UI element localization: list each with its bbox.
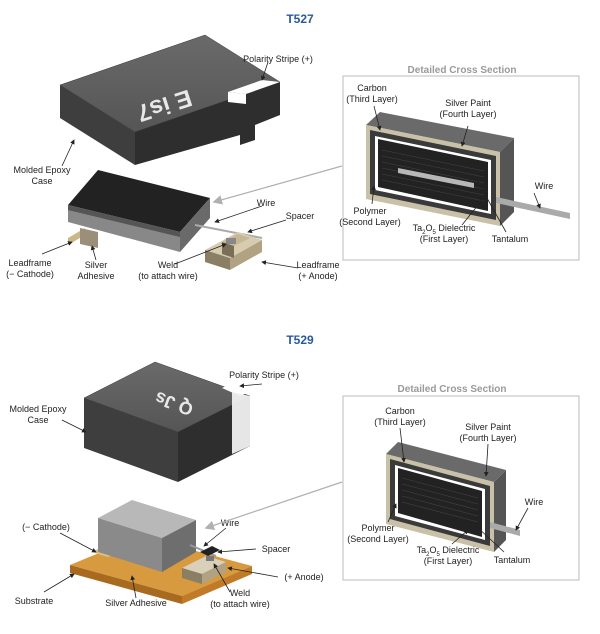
t529-title: T529 bbox=[286, 333, 314, 347]
t529-cross-section-block bbox=[386, 442, 520, 552]
t529-detail-polymer-1: Polymer bbox=[361, 523, 394, 533]
t527-label-silver-1: Silver bbox=[85, 260, 108, 270]
t529-anode-block bbox=[182, 556, 226, 574]
t529-polarity-stripe bbox=[222, 380, 256, 396]
t529-inner-element bbox=[70, 500, 252, 604]
t527-label-leadframe-a-2: (+ Anode) bbox=[298, 271, 337, 281]
t527-detail-box: Detailed Cross Section bbox=[339, 65, 580, 261]
t529-label-substrate: Substrate bbox=[15, 596, 54, 606]
t529-detail-box: Detailed Cross Section bbox=[342, 384, 580, 581]
t527-inner-wire bbox=[398, 168, 474, 188]
t529-detail-title: Detailed Cross Section bbox=[398, 384, 507, 395]
t529-detail-polymer-2: (Second Layer) bbox=[347, 534, 409, 544]
t527-detail-dielectric-2: (First Layer) bbox=[420, 234, 469, 244]
t527-molded-case: E is7 bbox=[59, 34, 281, 165]
t527-label-leadframe-c-2: (− Cathode) bbox=[6, 269, 54, 279]
t527-detail-leaders bbox=[371, 105, 541, 233]
t527-wire bbox=[194, 224, 263, 239]
t529-molded-case: Q Js bbox=[83, 361, 256, 482]
t527-detail-title: Detailed Cross Section bbox=[408, 65, 517, 76]
t527-cross-section-block bbox=[366, 112, 570, 226]
t527-label-wire: Wire bbox=[257, 198, 276, 208]
t529-detail-silver-2: (Fourth Layer) bbox=[459, 433, 516, 443]
t527-label-weld-1: Weld bbox=[158, 260, 178, 270]
t527-detail-wire-label: Wire bbox=[535, 181, 554, 191]
t529-label-cathode: (− Cathode) bbox=[22, 522, 70, 532]
t529-label-polarity: Polarity Stripe (+) bbox=[229, 370, 299, 380]
t529-spacer bbox=[200, 546, 220, 556]
t527-polarity-stripe bbox=[228, 80, 280, 94]
t529-label-silver-adhesive: Silver Adhesive bbox=[105, 598, 167, 608]
t529-detail-wire bbox=[490, 522, 520, 536]
t529-detail-carbon-2: (Third Layer) bbox=[374, 417, 426, 427]
t529-detail-wire-label: Wire bbox=[525, 497, 544, 507]
t527-detail-polymer-1: Polymer bbox=[353, 206, 386, 216]
t529-detail-dielectric-2: (First Layer) bbox=[424, 556, 473, 566]
t527-label-spacer: Spacer bbox=[286, 211, 315, 221]
t529-label-wire: Wire bbox=[221, 518, 240, 528]
t529-detail-leaders bbox=[387, 427, 529, 553]
t527-inner-element bbox=[68, 170, 263, 270]
t529-weld bbox=[206, 556, 214, 561]
t527-detail-polymer-2: (Second Layer) bbox=[339, 217, 401, 227]
t527-detail-dielectric-1: Ta2O5 Dielectric bbox=[413, 223, 476, 236]
t527-label-molded-1: Molded Epoxy bbox=[13, 165, 71, 175]
t529-detail-tantalum: Tantalum bbox=[494, 555, 531, 565]
t527-label-leadframe-c-1: Leadframe bbox=[8, 258, 51, 268]
t527-detail-pointer bbox=[212, 165, 343, 205]
t527-title: T527 bbox=[286, 12, 314, 26]
t527-label-weld-2: (to attach wire) bbox=[138, 271, 198, 281]
t529-label-anode: (+ Anode) bbox=[284, 572, 323, 582]
t529-leaders bbox=[43, 383, 279, 599]
t527-leaders bbox=[41, 61, 299, 269]
t529-detail-silver-1: Silver Paint bbox=[465, 422, 511, 432]
t527-detail-carbon-1: Carbon bbox=[357, 83, 387, 93]
t527-detail-wire bbox=[496, 197, 570, 219]
t529-detail-carbon-1: Carbon bbox=[385, 406, 415, 416]
t527-detail-carbon-2: (Third Layer) bbox=[346, 94, 398, 104]
t529-detail-dielectric-1: Ta2O5 Dielectric bbox=[417, 545, 480, 558]
t527-label-molded-2: Case bbox=[31, 176, 52, 186]
t529-label-molded-2: Case bbox=[27, 415, 48, 425]
t527-label-polarity: Polarity Stripe (+) bbox=[243, 54, 313, 64]
t529-label-weld-1: Weld bbox=[230, 588, 250, 598]
t527-detail-tantalum: Tantalum bbox=[492, 234, 529, 244]
t527-section: T527 E is7 bbox=[6, 12, 580, 281]
t527-silver-adhesive bbox=[80, 228, 98, 248]
t529-detail-pointer bbox=[204, 481, 343, 530]
t527-weld bbox=[226, 238, 236, 244]
t527-detail-silver-2: (Fourth Layer) bbox=[439, 109, 496, 119]
t527-label-silver-2: Adhesive bbox=[77, 271, 114, 281]
t529-label-weld-2: (to attach wire) bbox=[210, 599, 270, 609]
t529-section: T529 Q Js bbox=[9, 333, 580, 609]
t529-label-molded-1: Molded Epoxy bbox=[9, 404, 67, 414]
t529-label-spacer: Spacer bbox=[262, 544, 291, 554]
t527-detail-silver-1: Silver Paint bbox=[445, 98, 491, 108]
t527-label-leadframe-a-1: Leadframe bbox=[296, 260, 339, 270]
